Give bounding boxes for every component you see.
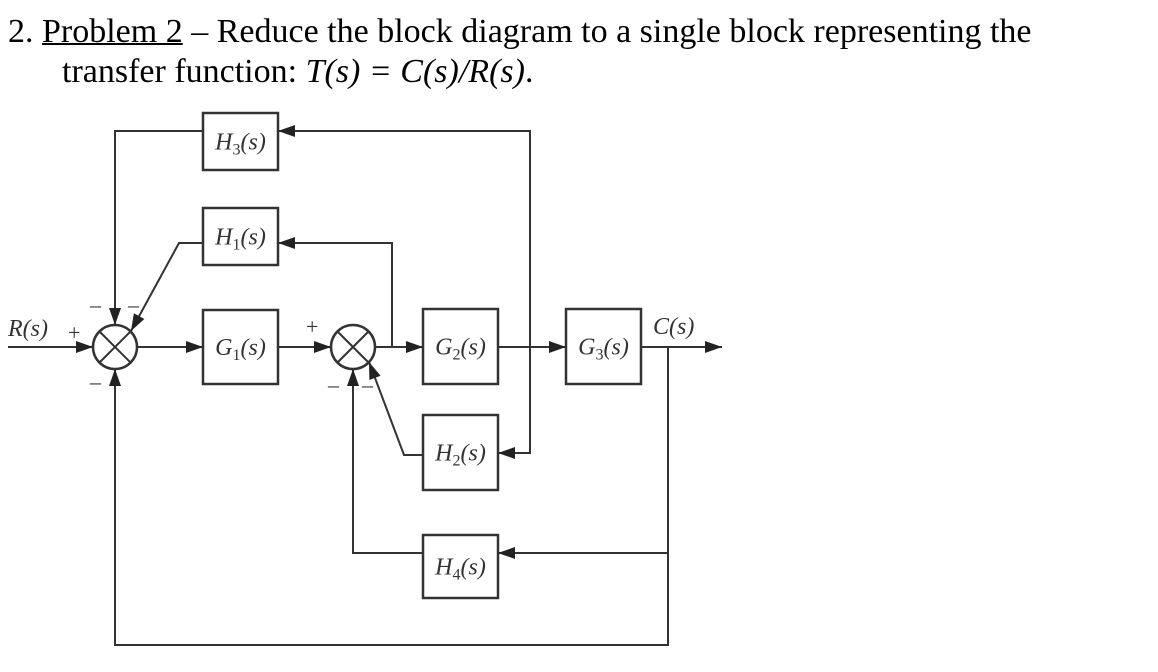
- arrowhead: [406, 341, 423, 353]
- block-h1: H1(s): [201, 206, 280, 267]
- problem-text-2: transfer function:: [62, 53, 306, 90]
- block-label: H1(s): [214, 225, 266, 254]
- arrowhead: [109, 308, 121, 325]
- arrowhead: [186, 341, 203, 353]
- h1-to-sum1-wire: [130, 242, 203, 332]
- output-label: C(s): [653, 314, 694, 340]
- problem-text: – Reduce the block diagram to a single b…: [182, 13, 1032, 50]
- block-box: [201, 111, 280, 172]
- block-label: H3(s): [214, 130, 266, 159]
- sign-sum1-top-right: –: [127, 292, 140, 317]
- arrowhead: [369, 362, 381, 381]
- block-label: H2(s): [434, 441, 486, 470]
- block-label: H4(s): [434, 555, 486, 584]
- block-box: [421, 533, 500, 600]
- block-box: [421, 307, 500, 386]
- h2-feedback-wire: [498, 347, 531, 454]
- arrowhead: [76, 341, 93, 353]
- sign-sum1-input: +: [68, 320, 80, 345]
- sign-sum2-bottom-left: –: [327, 372, 340, 397]
- unity-feedback-wire: [114, 369, 669, 646]
- block-g2: G2(s): [421, 307, 500, 386]
- arrowhead: [278, 125, 295, 137]
- block-box: [421, 413, 500, 492]
- block-box: [564, 307, 643, 386]
- h3-feedback-wire: [278, 130, 531, 347]
- arrowhead: [109, 369, 121, 386]
- problem-line-1: 2. Problem 2 – Reduce the block diagram …: [8, 12, 1032, 52]
- summing-junction-1: [91, 323, 139, 371]
- input-label: R(s): [7, 316, 48, 342]
- transfer-function-formula: T(s) = C(s)/R(s): [305, 53, 525, 90]
- arrowhead: [549, 341, 566, 353]
- arrowhead: [705, 341, 722, 353]
- arrowhead: [314, 341, 331, 353]
- h4-to-sum2-wire: [352, 368, 423, 554]
- block-label: G2(s): [435, 335, 486, 364]
- block-box: [201, 206, 280, 267]
- sign-sum1-top-left: –: [89, 292, 102, 317]
- arrowhead: [347, 369, 359, 386]
- block-h4: H4(s): [421, 533, 500, 600]
- problem-line-2: transfer function: T(s) = C(s)/R(s).: [62, 52, 533, 92]
- h3-to-sum1-wire: [114, 130, 203, 325]
- h2-to-sum2-wire: [368, 361, 423, 456]
- problem-title: Problem 2: [42, 13, 183, 50]
- period: .: [524, 53, 534, 90]
- block-h2: H2(s): [421, 413, 500, 492]
- arrowhead: [278, 237, 295, 249]
- sign-sum2-input: +: [306, 314, 318, 339]
- block-label: G3(s): [578, 335, 629, 364]
- h1-feedback-wire: [278, 242, 393, 347]
- problem-number: 2.: [8, 13, 34, 50]
- summing-junction-2: [329, 323, 377, 371]
- block-label: G1(s): [215, 335, 266, 364]
- block-g1: G1(s): [201, 308, 280, 386]
- arrowhead: [498, 447, 515, 459]
- arrowhead: [498, 547, 515, 559]
- block-box: [201, 308, 280, 386]
- block-g3: G3(s): [564, 307, 643, 386]
- sign-sum1-bottom: –: [89, 369, 102, 394]
- arrowhead: [131, 313, 145, 331]
- block-h3: H3(s): [201, 111, 280, 172]
